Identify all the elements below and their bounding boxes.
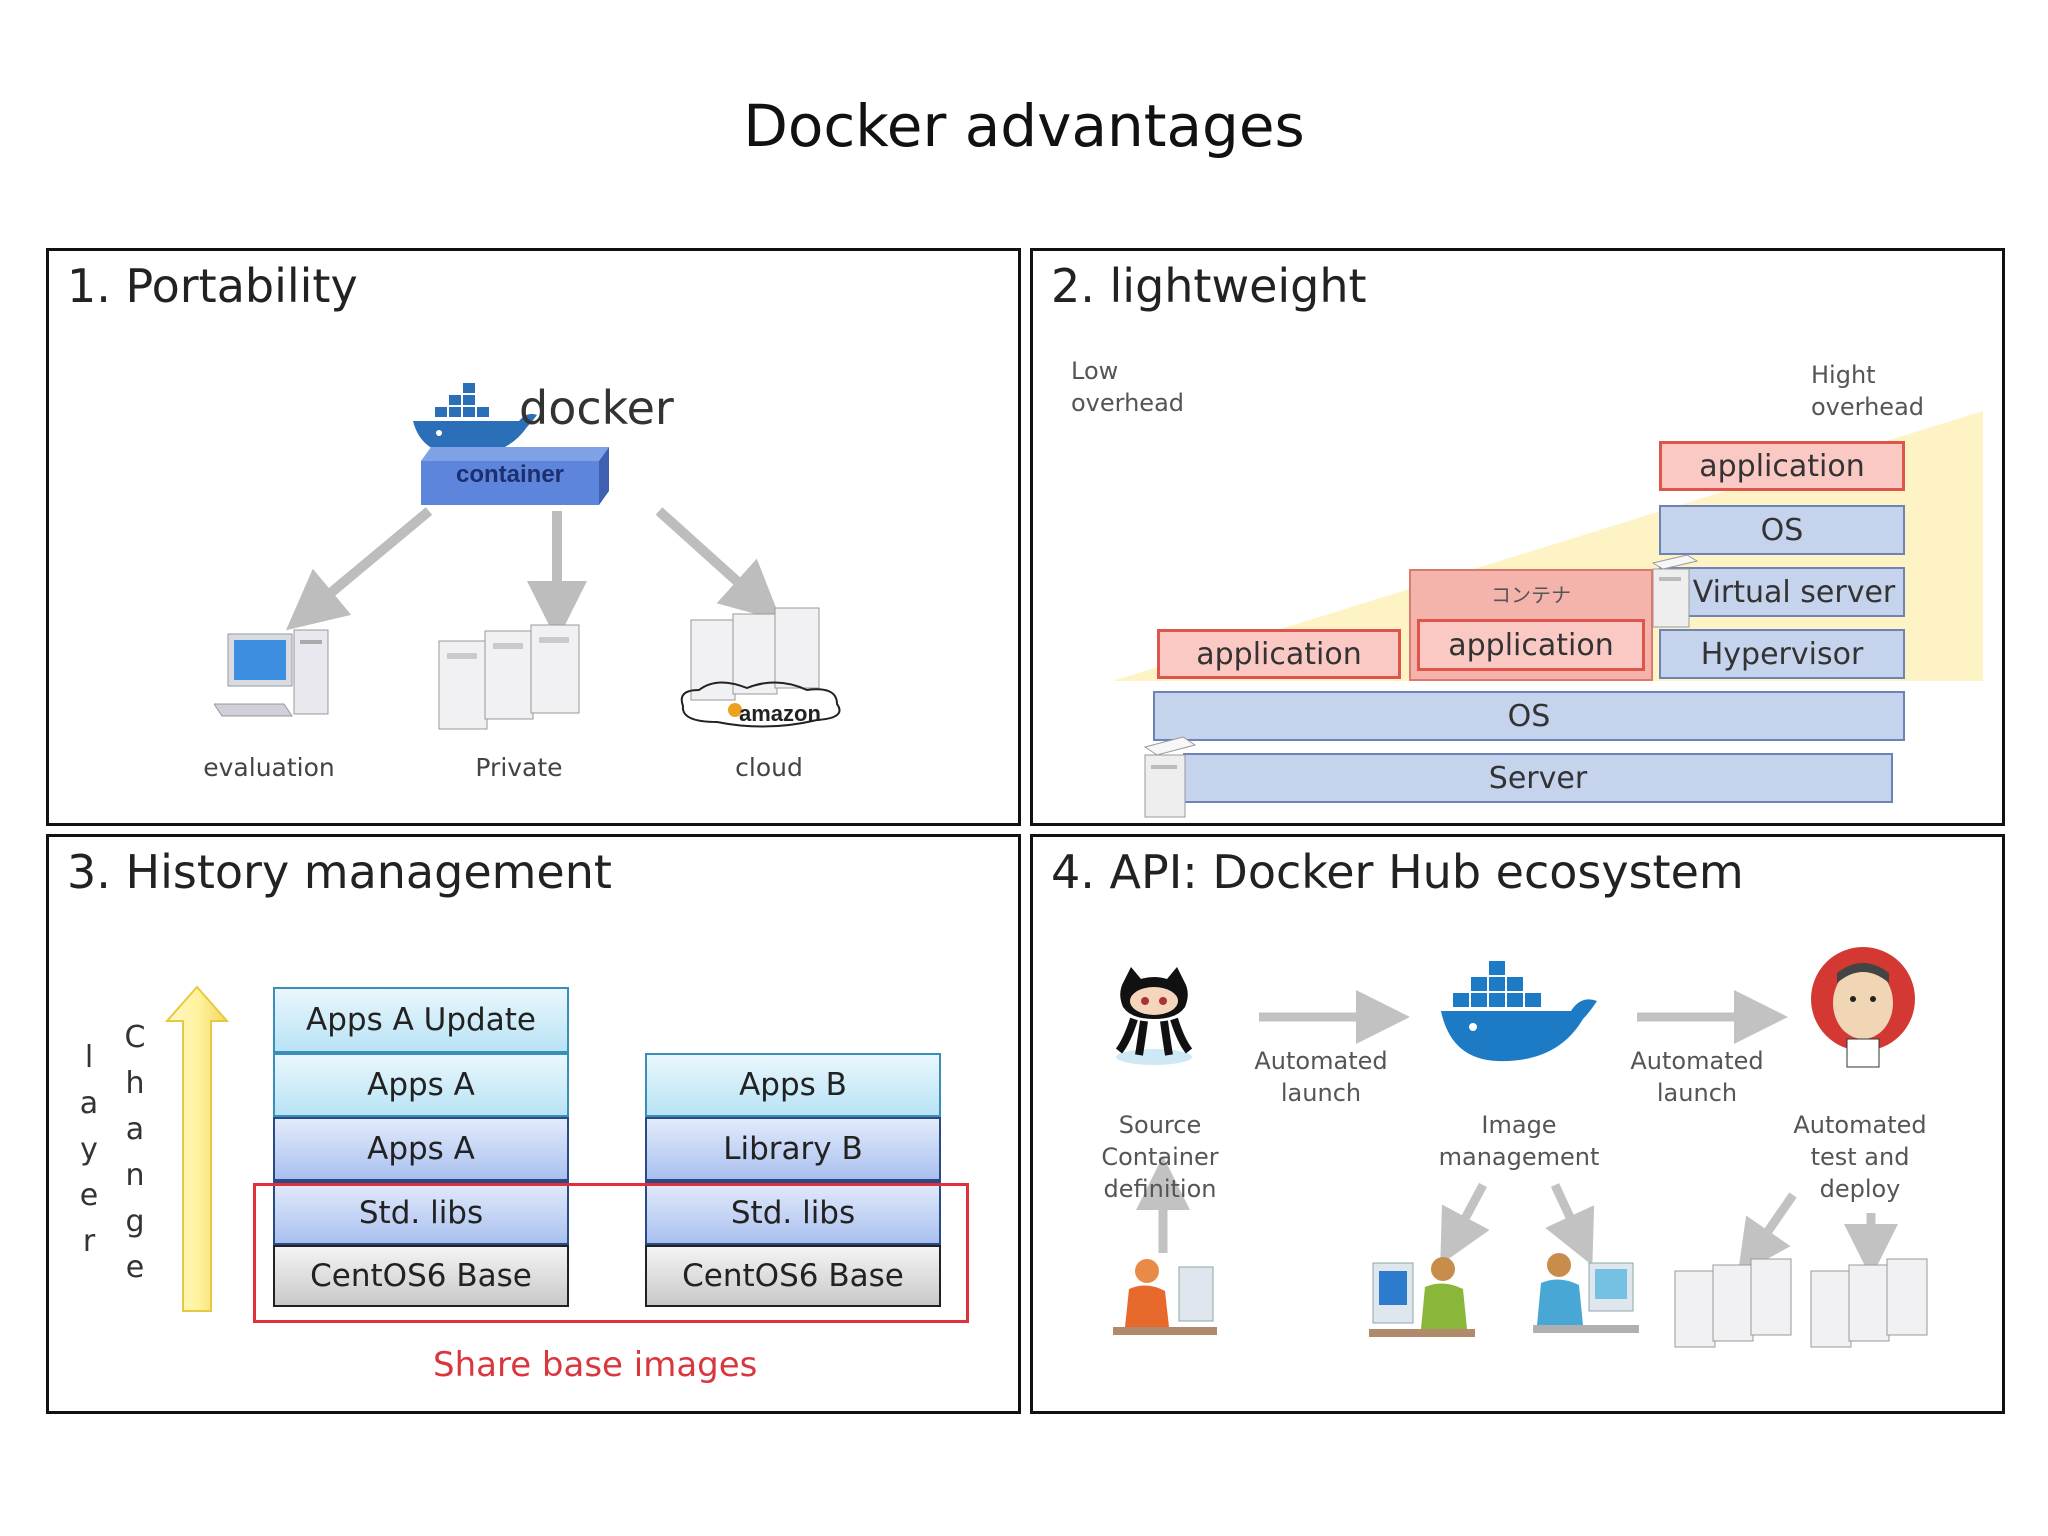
container-label: container	[455, 461, 565, 488]
stack-a-layer-5: CentOS6 Base	[273, 1245, 569, 1307]
stack-b-layer-1: Apps B	[645, 1053, 941, 1117]
target-label-cloud: cloud	[735, 753, 803, 782]
panel-api: 4. API: Docker Hub ecosystem	[1030, 834, 2005, 1414]
container-box	[421, 447, 609, 505]
layer-axis-label: l a y e r	[79, 1040, 99, 1259]
high-overhead-label: Hight overhead	[1811, 361, 1925, 421]
operator-icon-left	[1369, 1257, 1475, 1337]
stack-a-layer-2: Apps A	[273, 1053, 569, 1117]
mid-application-box: application	[1417, 619, 1645, 671]
developer-icon	[1113, 1259, 1217, 1335]
panel-history: 3. History management l a y e r C h a n …	[46, 834, 1021, 1414]
panel-title-api: 4. API: Docker Hub ecosystem	[1051, 845, 1744, 899]
share-base-frame	[253, 1183, 969, 1323]
panel-lightweight: 2. lightweight Low overhead Hight overhe…	[1030, 248, 2005, 826]
desktop-computer-icon	[214, 629, 329, 717]
physical-server-icon	[1143, 736, 1197, 818]
api-flow-arrows	[1136, 990, 1898, 1278]
deploy-servers-icon-left	[1674, 1258, 1792, 1348]
image-management-label: Image management	[1438, 1111, 1600, 1171]
virtual-server-icon	[1651, 554, 1699, 628]
share-base-label: Share base images	[433, 1345, 758, 1385]
stack-a-layer-3: Apps A	[273, 1117, 569, 1181]
page-title: Docker advantages	[743, 92, 1305, 160]
server-rack-icon	[438, 624, 580, 730]
target-label-evaluation: evaluation	[203, 753, 335, 782]
base-os-box: OS	[1153, 691, 1905, 741]
hypervisor-box: Hypervisor	[1659, 629, 1905, 679]
arrow-label-automated-launch-2: Automated launch	[1630, 1047, 1764, 1107]
virtual-server-box: Virtual server	[1659, 567, 1905, 617]
low-overhead-label: Low overhead	[1071, 357, 1185, 417]
right-os-box: OS	[1659, 505, 1905, 555]
container-jp-label: コンテナ	[1491, 583, 1571, 607]
arrow-label-automated-launch-1: Automated launch	[1254, 1047, 1388, 1107]
portability-arrows	[285, 507, 782, 641]
base-server-box: Server	[1183, 753, 1893, 803]
panel-title-history: 3. History management	[67, 845, 612, 899]
cloud-servers-icon	[680, 607, 841, 728]
target-label-private: Private	[475, 753, 563, 782]
change-axis-label: C h a n g e	[124, 1020, 146, 1285]
panel-portability: 1. Portability docker container	[46, 248, 1021, 826]
source-container-label: Source Container definition	[1101, 1111, 1219, 1203]
layer-change-arrow-icon	[165, 985, 229, 1312]
docker-whale-icon	[413, 383, 537, 456]
deploy-servers-icon-right	[1810, 1258, 1928, 1348]
right-application-box: application	[1659, 441, 1905, 491]
stack-b-layer-4: CentOS6 Base	[645, 1245, 941, 1307]
stack-a-layer-1: Apps A Update	[273, 987, 569, 1053]
stack-b-layer-2: Library B	[645, 1117, 941, 1181]
left-application-box: application	[1157, 629, 1401, 679]
amazon-logo-text: amazon	[739, 701, 821, 726]
docker-hub-whale-icon	[1441, 961, 1597, 1062]
github-octocat-icon	[1115, 967, 1193, 1065]
operator-icon-right	[1533, 1253, 1639, 1333]
docker-logo-text: docker	[519, 381, 674, 435]
jenkins-icon	[1811, 947, 1915, 1068]
stack-b-layer-3: Std. libs	[645, 1181, 941, 1245]
stack-a-layer-4: Std. libs	[273, 1181, 569, 1245]
automated-deploy-label: Automated test and deploy	[1793, 1111, 1927, 1203]
panel-title-portability: 1. Portability	[67, 259, 358, 313]
panel-title-lightweight: 2. lightweight	[1051, 259, 1367, 313]
